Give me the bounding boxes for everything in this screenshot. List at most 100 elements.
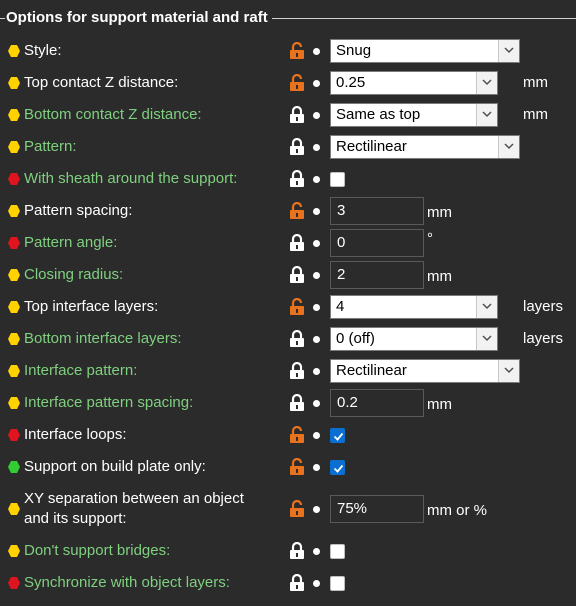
style-select[interactable]: Snug: [330, 39, 520, 63]
pattern-spacing-value: 3: [337, 202, 346, 219]
group-line-left: [0, 18, 5, 19]
support-on-build-plate-only-checkbox[interactable]: [330, 459, 345, 475]
chevron-down-icon[interactable]: [476, 296, 497, 318]
xy-separation-between-an-object-input[interactable]: 75%: [330, 495, 424, 523]
reset-dot-icon[interactable]: [313, 335, 320, 343]
bottom-contact-z-distance-unit: mm: [523, 106, 548, 123]
closing-radius-unit: mm: [427, 268, 452, 285]
pattern-spacing-input[interactable]: 3: [330, 197, 424, 225]
setting-label: Bottom contact Z distance:: [24, 106, 202, 123]
lock-closed-icon[interactable]: [289, 266, 305, 284]
bottom-contact-z-distance-select[interactable]: Same as top: [330, 103, 498, 127]
group-title: Options for support material and raft: [6, 9, 268, 26]
reset-dot-icon[interactable]: [313, 239, 320, 247]
lock-open-icon[interactable]: [289, 298, 305, 316]
synchronize-with-object-layers-checkbox[interactable]: [330, 575, 345, 591]
mode-marker-icon: [8, 173, 20, 185]
chevron-down-icon[interactable]: [498, 360, 519, 382]
lock-open-icon[interactable]: [289, 458, 305, 476]
setting-label: XY separation between an object and its s…: [24, 489, 244, 529]
reset-dot-icon[interactable]: [313, 303, 320, 311]
lock-closed-icon[interactable]: [289, 330, 305, 348]
mode-marker-icon: [8, 577, 20, 589]
mode-marker-icon: [8, 545, 20, 557]
setting-row: Pattern: Rectilinear: [0, 131, 576, 163]
lock-closed-icon[interactable]: [289, 574, 305, 592]
setting-label: Style:: [24, 42, 62, 59]
setting-row: XY separation between an object and its s…: [0, 483, 576, 535]
pattern-angle-input[interactable]: 0: [330, 229, 424, 257]
top-interface-layers-unit: layers: [523, 298, 564, 315]
bottom-interface-layers-select[interactable]: 0 (off): [330, 327, 498, 351]
setting-row: Top interface layers: 4 layers: [0, 291, 576, 323]
top-interface-layers-select[interactable]: 4: [330, 295, 498, 319]
mode-marker-icon: [8, 77, 20, 89]
reset-dot-icon[interactable]: [313, 175, 320, 183]
closing-radius-input[interactable]: 2: [330, 261, 424, 289]
lock-closed-icon[interactable]: [289, 170, 305, 188]
bottom-contact-z-distance-value: Same as top: [336, 106, 421, 123]
reset-dot-icon[interactable]: [313, 399, 320, 407]
lock-open-icon[interactable]: [289, 202, 305, 220]
reset-dot-icon[interactable]: [313, 143, 320, 151]
mode-marker-icon: [8, 205, 20, 217]
mode-marker-icon: [8, 301, 20, 313]
setting-label: Pattern angle:: [24, 234, 118, 251]
setting-row: Interface loops:: [0, 419, 576, 451]
chevron-down-icon[interactable]: [476, 328, 497, 350]
reset-dot-icon[interactable]: [313, 431, 320, 439]
setting-label-line: XY separation between an object: [24, 490, 244, 507]
interface-loops-checkbox[interactable]: [330, 427, 345, 443]
setting-label-line: and its support:: [24, 510, 127, 527]
setting-label: Bottom interface layers:: [24, 330, 182, 347]
setting-label: Top interface layers:: [24, 298, 159, 315]
pattern-angle-unit: °: [427, 230, 433, 247]
reset-dot-icon[interactable]: [313, 505, 320, 513]
lock-open-icon[interactable]: [289, 42, 305, 60]
lock-closed-icon[interactable]: [289, 394, 305, 412]
lock-open-icon[interactable]: [289, 500, 305, 518]
top-contact-z-distance-unit: mm: [523, 74, 548, 91]
with-sheath-around-the-support-checkbox[interactable]: [330, 171, 345, 187]
setting-label: Pattern:: [24, 138, 77, 155]
lock-closed-icon[interactable]: [289, 362, 305, 380]
lock-closed-icon[interactable]: [289, 542, 305, 560]
chevron-down-icon[interactable]: [498, 136, 519, 158]
reset-dot-icon[interactable]: [313, 579, 320, 587]
reset-dot-icon[interactable]: [313, 79, 320, 87]
lock-closed-icon[interactable]: [289, 138, 305, 156]
chevron-down-icon[interactable]: [498, 40, 519, 62]
setting-label: Interface pattern spacing:: [24, 394, 194, 411]
interface-pattern-select[interactable]: Rectilinear: [330, 359, 520, 383]
lock-closed-icon[interactable]: [289, 106, 305, 124]
reset-dot-icon[interactable]: [313, 271, 320, 279]
top-contact-z-distance-value: 0.25: [336, 74, 366, 91]
mode-marker-icon: [8, 333, 20, 345]
setting-row: Support on build plate only:: [0, 451, 576, 483]
reset-dot-icon[interactable]: [313, 547, 320, 555]
chevron-down-icon[interactable]: [476, 104, 497, 126]
reset-dot-icon[interactable]: [313, 47, 320, 55]
mode-marker-icon: [8, 503, 20, 515]
bottom-interface-layers-value: 0 (off): [336, 330, 375, 347]
mode-marker-icon: [8, 45, 20, 57]
lock-closed-icon[interactable]: [289, 234, 305, 252]
reset-dot-icon[interactable]: [313, 111, 320, 119]
interface-pattern-value: Rectilinear: [336, 362, 407, 379]
reset-dot-icon[interactable]: [313, 367, 320, 375]
setting-label: With sheath around the support:: [24, 170, 238, 187]
chevron-down-icon[interactable]: [476, 72, 497, 94]
lock-open-icon[interactable]: [289, 426, 305, 444]
mode-marker-icon: [8, 269, 20, 281]
reset-dot-icon[interactable]: [313, 463, 320, 471]
reset-dot-icon[interactable]: [313, 207, 320, 215]
setting-row: Style: Snug: [0, 35, 576, 67]
top-contact-z-distance-select[interactable]: 0.25: [330, 71, 498, 95]
interface-pattern-spacing-input[interactable]: 0.2: [330, 389, 424, 417]
pattern-select[interactable]: Rectilinear: [330, 135, 520, 159]
mode-marker-icon: [8, 397, 20, 409]
don-t-support-bridges-checkbox[interactable]: [330, 543, 345, 559]
setting-label: Pattern spacing:: [24, 202, 133, 219]
lock-open-icon[interactable]: [289, 74, 305, 92]
